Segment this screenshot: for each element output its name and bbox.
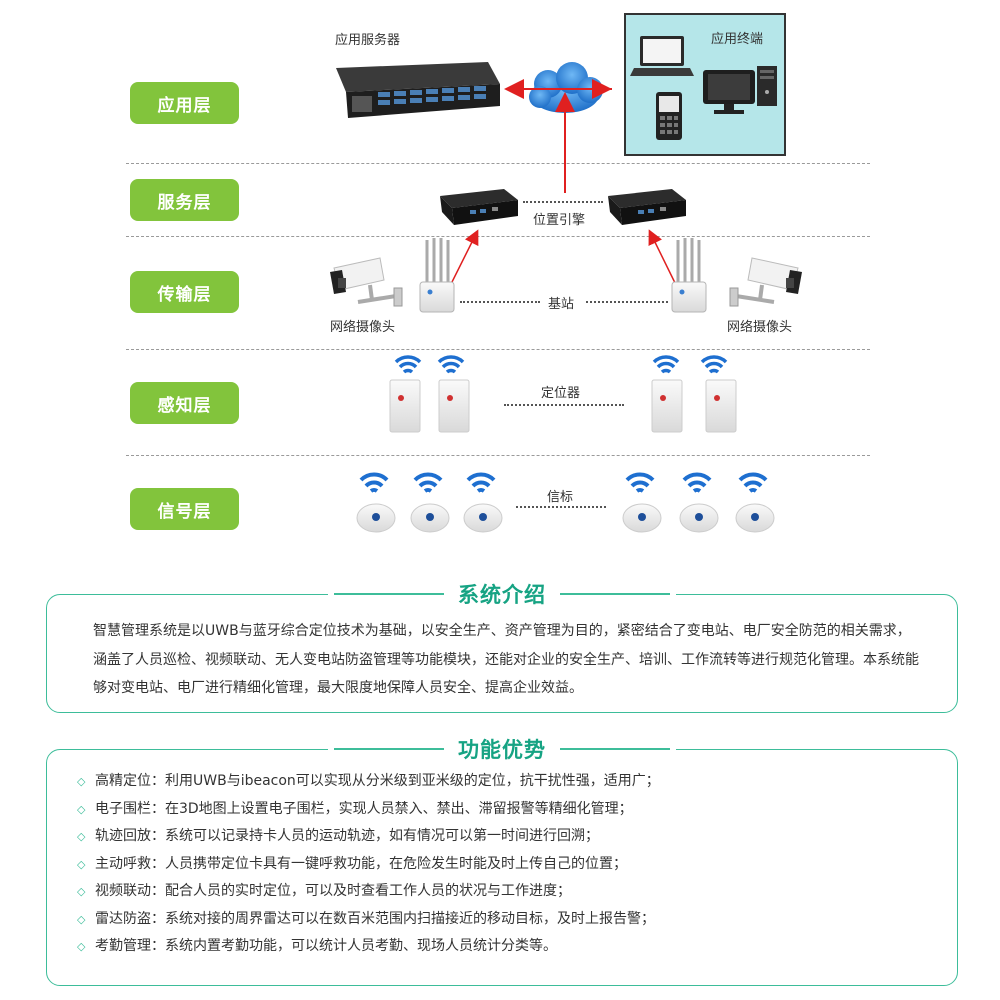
locator-connector [504, 404, 624, 406]
camera-left-icon [330, 258, 402, 306]
feature-text: 主动呼救：人员携带定位卡具有一键呼救功能，在危险发生时能及时上传自己的位置； [95, 856, 627, 872]
camera-right-label: 网络摄像头 [727, 316, 792, 335]
camera-left-label: 网络摄像头 [330, 316, 395, 335]
camera-right-icon [730, 258, 802, 306]
feature-item: ◇高精定位：利用UWB与ibeacon可以实现从分米级到亚米级的定位，抗干扰性强… [77, 768, 660, 796]
title-rule [334, 748, 444, 750]
server-icon [336, 62, 500, 118]
feature-item: ◇轨迹回放：系统可以记录持卡人员的运动轨迹，如有情况可以第一时间进行回溯； [77, 823, 660, 851]
base-station-right-icon [672, 238, 706, 312]
diamond-bullet-icon: ◇ [77, 933, 95, 961]
base-station-left-icon [420, 238, 454, 312]
system-intro-box: 系统介绍 智慧管理系统是以UWB与蓝牙综合定位技术为基础，以安全生产、资产管理为… [46, 594, 958, 713]
beacon-label: 信标 [547, 486, 573, 505]
feature-text: 考勤管理：系统内置考勤功能，可以统计人员考勤、现场人员统计分类等。 [95, 938, 557, 954]
locator-device-icon [439, 380, 469, 432]
beacon-connector [516, 506, 606, 508]
locator-device-icon [390, 380, 420, 432]
architecture-diagram [0, 0, 1000, 560]
features-header: 功能优势 [328, 734, 676, 764]
engine-connector [523, 201, 603, 203]
system-intro-header: 系统介绍 [328, 579, 676, 609]
engine-label: 位置引擎 [533, 209, 585, 228]
diamond-bullet-icon: ◇ [77, 768, 95, 796]
base-station-connector [586, 301, 668, 303]
system-intro-title: 系统介绍 [444, 579, 560, 609]
locator-device-icon [706, 380, 736, 432]
features-box: 功能优势 ◇高精定位：利用UWB与ibeacon可以实现从分米级到亚米级的定位，… [46, 749, 958, 986]
feature-item: ◇考勤管理：系统内置考勤功能，可以统计人员考勤、现场人员统计分类等。 [77, 933, 660, 961]
feature-text: 电子围栏：在3D地图上设置电子围栏，实现人员禁入、禁出、滞留报警等精细化管理； [95, 801, 633, 817]
feature-text: 视频联动：配合人员的实时定位，可以及时查看工作人员的状况与工作进度； [95, 883, 571, 899]
feature-item: ◇电子围栏：在3D地图上设置电子围栏，实现人员禁入、禁出、滞留报警等精细化管理； [77, 796, 660, 824]
wifi-icon [702, 357, 726, 372]
base-station-connector [460, 301, 540, 303]
title-rule [560, 748, 670, 750]
desktop-tower-icon [757, 66, 777, 106]
locator-device-icon [652, 380, 682, 432]
position-engine-left-icon [440, 189, 518, 225]
diamond-bullet-icon: ◇ [77, 906, 95, 934]
locator-label: 定位器 [541, 382, 580, 401]
feature-text: 轨迹回放：系统可以记录持卡人员的运动轨迹，如有情况可以第一时间进行回溯； [95, 828, 599, 844]
diamond-bullet-icon: ◇ [77, 878, 95, 906]
system-intro-text: 智慧管理系统是以UWB与蓝牙综合定位技术为基础，以安全生产、资产管理为目的，紧密… [93, 617, 923, 703]
diamond-bullet-icon: ◇ [77, 823, 95, 851]
features-list: ◇高精定位：利用UWB与ibeacon可以实现从分米级到亚米级的定位，抗干扰性强… [77, 768, 660, 961]
title-rule [334, 593, 444, 595]
phone-icon [656, 92, 682, 140]
base-station-label: 基站 [548, 293, 574, 312]
feature-item: ◇雷达防盗：系统对接的周界雷达可以在数百米范围内扫描接近的移动目标，及时上报告警… [77, 906, 660, 934]
app-server-label: 应用服务器 [335, 29, 400, 48]
wifi-icon [654, 357, 678, 372]
position-engine-right-icon [608, 189, 686, 225]
wifi-icon [439, 357, 463, 372]
feature-item: ◇视频联动：配合人员的实时定位，可以及时查看工作人员的状况与工作进度； [77, 878, 660, 906]
feature-text: 雷达防盗：系统对接的周界雷达可以在数百米范围内扫描接近的移动目标，及时上报告警； [95, 911, 655, 927]
app-terminal-label: 应用终端 [711, 28, 763, 47]
feature-item: ◇主动呼救：人员携带定位卡具有一键呼救功能，在危险发生时能及时上传自己的位置； [77, 851, 660, 879]
features-title: 功能优势 [444, 734, 560, 764]
diamond-bullet-icon: ◇ [77, 796, 95, 824]
feature-text: 高精定位：利用UWB与ibeacon可以实现从分米级到亚米级的定位，抗干扰性强，… [95, 773, 660, 789]
wifi-icon [396, 357, 420, 372]
diamond-bullet-icon: ◇ [77, 851, 95, 879]
title-rule [560, 593, 670, 595]
